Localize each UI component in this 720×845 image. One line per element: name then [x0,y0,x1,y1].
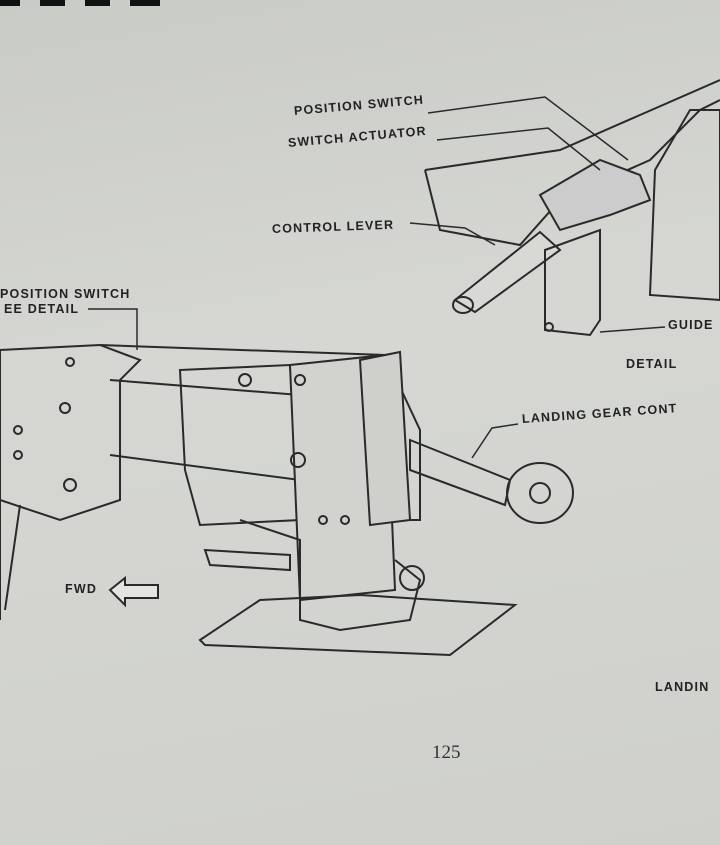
main-mechanism [0,343,574,657]
detail-assembly [424,79,720,337]
label-fwd: FWD [65,582,98,596]
label-guide: GUIDE [668,318,714,332]
label-position-switch-left: POSITION SWITCH [0,287,131,301]
header-bars [0,0,160,6]
figure-caption: LANDIN [655,680,710,694]
label-see-detail: EE DETAIL [4,302,80,316]
leader-lines [88,96,666,459]
label-detail: DETAIL [626,357,678,371]
page-number: 125 [432,742,461,763]
